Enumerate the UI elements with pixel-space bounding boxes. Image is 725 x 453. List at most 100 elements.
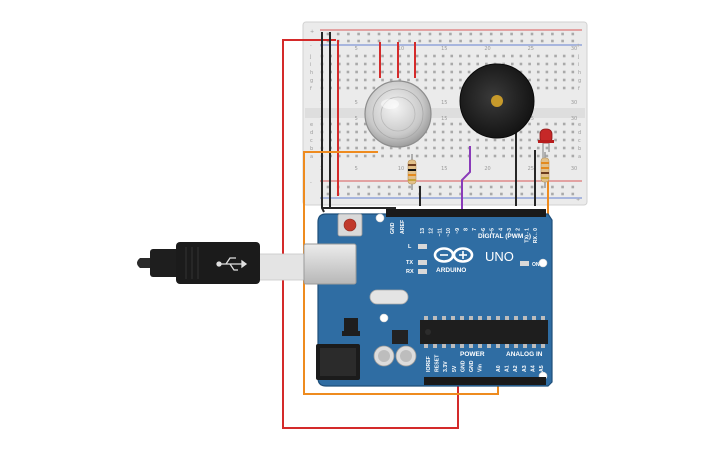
breadboard-hole <box>562 54 566 58</box>
breadboard-hole <box>338 86 341 90</box>
column-number: 20 <box>484 166 490 172</box>
rail-hole <box>357 39 360 43</box>
breadboard-hole <box>450 54 454 58</box>
breadboard-hole <box>338 62 341 66</box>
breadboard-hole <box>571 54 575 58</box>
rail-hole <box>561 32 564 36</box>
chip-pin <box>541 344 545 348</box>
rail-hole <box>418 39 422 43</box>
rail-hole <box>449 185 452 189</box>
breadboard-hole <box>511 146 514 150</box>
rail-hole <box>367 39 371 43</box>
breadboard-hole <box>459 130 462 134</box>
wire-5v-red[interactable] <box>282 39 459 429</box>
rail-hole <box>449 192 452 196</box>
usb-cable[interactable] <box>137 242 307 284</box>
power-pin-label: 3.3V <box>443 361 449 372</box>
resistor-sensor[interactable] <box>407 154 417 190</box>
reset-button-cap[interactable] <box>343 218 357 232</box>
led-on <box>520 261 529 266</box>
breadboard-hole <box>519 138 523 142</box>
breadboard-hole <box>554 62 557 66</box>
breadboard-hole <box>363 86 367 90</box>
chip-pin <box>523 344 527 348</box>
breadboard-hole <box>355 78 358 82</box>
led-rx <box>418 269 427 274</box>
rail-hole <box>347 192 350 196</box>
breadboard-hole <box>346 122 350 126</box>
breadboard-hole <box>346 70 350 74</box>
column-number: 10 <box>398 166 404 172</box>
breadboard-hole <box>502 138 505 142</box>
breadboard-hole <box>433 146 436 150</box>
usb-symbol-icon <box>216 257 248 271</box>
breadboard-hole <box>407 70 410 74</box>
power-header[interactable] <box>424 377 496 385</box>
breadboard-hole <box>433 122 436 126</box>
breadboard-hole <box>554 138 557 142</box>
rail-hole <box>428 32 432 36</box>
rail-hole <box>510 185 513 189</box>
rail-plus-label-bottom: + <box>576 197 580 203</box>
chip-pin <box>532 344 536 348</box>
rail-hole <box>377 192 381 196</box>
rail-hole <box>561 39 564 43</box>
breadboard-hole <box>459 122 462 126</box>
breadboard-hole <box>346 154 350 158</box>
column-number: 15 <box>441 46 447 52</box>
breadboard-hole <box>346 78 350 82</box>
column-number: 15 <box>441 100 447 106</box>
breadboard-hole <box>562 86 566 90</box>
rail-hole <box>540 39 544 43</box>
breadboard-hole <box>424 62 428 66</box>
column-number: 25 <box>528 116 534 122</box>
chip-pin <box>469 316 473 320</box>
usb-port[interactable] <box>303 243 357 285</box>
breadboard-hole <box>398 54 402 58</box>
breadboard-hole <box>511 54 514 58</box>
rail-hole <box>469 192 473 196</box>
breadboard-hole <box>459 54 462 58</box>
analog-header[interactable] <box>494 377 546 385</box>
breadboard-hole <box>441 62 445 66</box>
digital-pin-label: 7 <box>472 228 478 231</box>
wire-gnd-to-board[interactable] <box>322 207 396 214</box>
breadboard-hole <box>363 62 367 66</box>
breadboard-hole <box>433 130 436 134</box>
breadboard-hole <box>562 146 566 150</box>
breadboard-hole <box>554 154 557 158</box>
digital-pin-label: 4 <box>498 228 504 231</box>
rail-hole <box>326 32 330 36</box>
analog-header-label: ANALOG IN <box>506 351 543 358</box>
chip-pin <box>433 344 437 348</box>
voltage-regulator <box>344 318 358 332</box>
red-led[interactable] <box>538 128 554 158</box>
rail-hole <box>551 185 554 189</box>
breadboard-hole <box>545 122 549 126</box>
atmega-chip-pins <box>424 316 545 348</box>
resistor-led[interactable] <box>540 152 550 188</box>
breadboard-hole <box>502 54 505 58</box>
rail-hole <box>551 32 554 36</box>
rail-hole <box>408 39 411 43</box>
breadboard-hole <box>562 70 566 74</box>
wire-analog-a0-orange[interactable] <box>303 151 499 395</box>
digital-header[interactable] <box>386 209 546 217</box>
gas-sensor[interactable] <box>364 80 432 148</box>
rail-hole <box>347 185 350 189</box>
chip-pin <box>433 316 437 320</box>
breadboard-hole <box>450 138 454 142</box>
breadboard-hole <box>519 146 523 150</box>
piezo-buzzer[interactable] <box>459 63 535 139</box>
breadboard-hole <box>346 54 350 58</box>
breadboard-hole <box>562 78 566 82</box>
breadboard-hole <box>450 86 454 90</box>
breadboard-hole <box>545 62 549 66</box>
breadboard-hole <box>493 154 497 158</box>
wire-buzzer-signal-purple[interactable] <box>461 146 471 214</box>
row-letter: f <box>310 86 312 92</box>
column-number: 30 <box>571 116 577 122</box>
rail-hole <box>408 32 411 36</box>
